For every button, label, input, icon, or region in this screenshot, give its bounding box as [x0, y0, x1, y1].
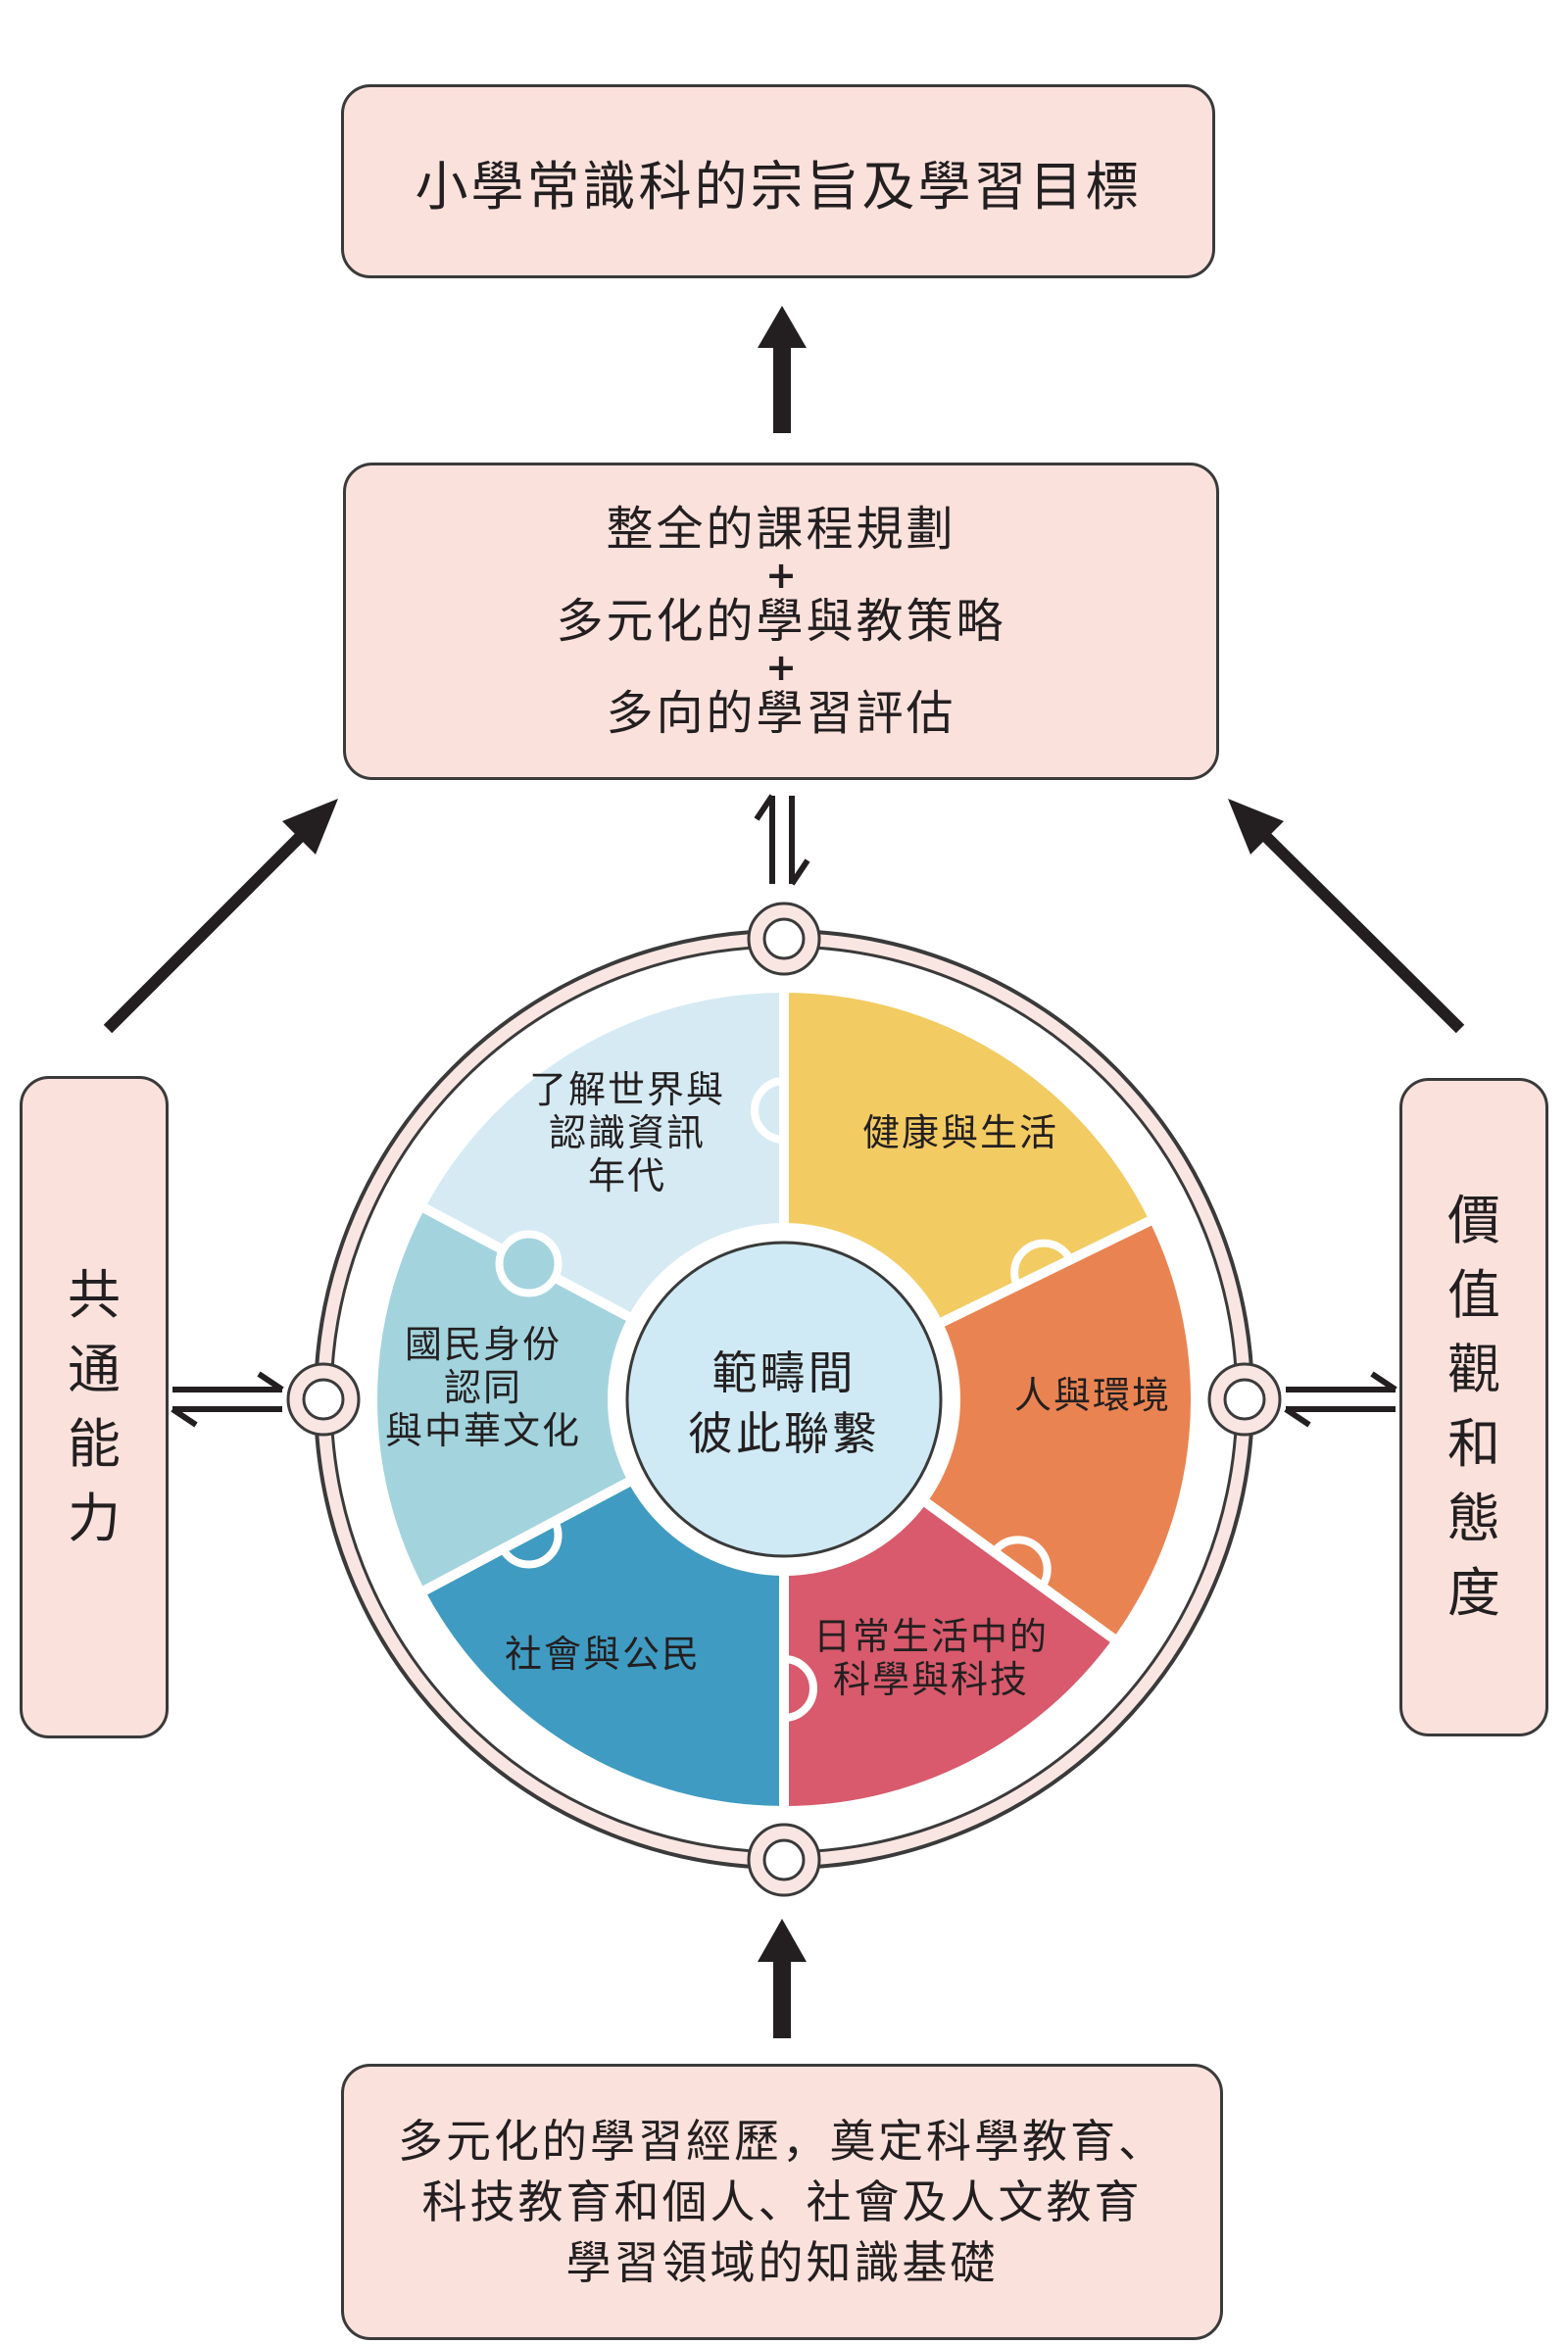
strand-label-science-technology: 日常生活中的 科學與科技 — [804, 1615, 1058, 1701]
arrow-to-top-head — [758, 306, 807, 348]
puzzle-knob — [495, 1230, 563, 1297]
strand-label-people-environment: 人與環境 — [1000, 1374, 1186, 1417]
curriculum-line-2: 多元化的學與教策略 — [556, 594, 1006, 649]
curriculum-box: 整全的課程規劃 + 多元化的學與教策略 + 多向的學習評估 — [343, 463, 1219, 780]
curriculum-line-1: 整全的課程規劃 — [606, 502, 956, 557]
exchange-arrow-left — [171, 1371, 284, 1428]
arrow-right-diagonal-shaft — [1248, 818, 1465, 1034]
values-attitudes-box: 價值觀和態度 — [1399, 1078, 1548, 1736]
experiences-line-1: 多元化的學習經歷，奠定科學教育、 — [398, 2115, 1166, 2168]
generic-skills-text: 共通能力 — [68, 1264, 121, 1549]
strand-label-community-citizenship: 社會與公民 — [490, 1633, 715, 1676]
arrow-left-diagonal-head — [282, 799, 338, 855]
strand-label-health-living: 健康與生活 — [843, 1111, 1078, 1154]
ring-knob-top-inner — [762, 917, 806, 960]
strand-label-line: 健康與生活 — [861, 1111, 1058, 1154]
center-label: 範疇間 彼此聯繫 — [666, 1343, 902, 1464]
arrow-to-top-shaft — [773, 338, 791, 433]
strand-label-line: 年代 — [587, 1154, 666, 1197]
strand-label-line: 科學與科技 — [832, 1658, 1029, 1701]
strand-label-line: 認同 — [443, 1366, 522, 1409]
ring-knob-bottom-inner — [762, 1838, 806, 1881]
aims-text: 小學常識科的宗旨及學習目標 — [415, 155, 1142, 218]
arrow-from-bottom-shaft — [773, 1952, 791, 2038]
center-circle — [625, 1241, 943, 1558]
strand-label-national-identity: 國民身份 認同 與中華文化 — [370, 1323, 596, 1452]
plus-sign-2: + — [765, 646, 797, 689]
plus-sign-1: + — [765, 554, 797, 597]
values-attitudes-text: 價值觀和態度 — [1447, 1190, 1500, 1624]
strand-label-understanding-world: 了解世界與 認識資訊 年代 — [510, 1068, 745, 1197]
strand-label-line: 國民身份 — [404, 1323, 562, 1366]
experiences-line-3: 學習領域的知識基礎 — [565, 2236, 999, 2289]
arrow-from-bottom-head — [758, 1919, 807, 1962]
curriculum-line-3: 多向的學習評估 — [606, 686, 956, 741]
strand-label-line: 與中華文化 — [384, 1409, 581, 1452]
center-label-line-1: 範疇間 — [711, 1346, 857, 1399]
arrow-right-diagonal-head — [1228, 799, 1284, 855]
strand-label-line: 認識資訊 — [548, 1111, 706, 1154]
strand-label-line: 了解世界與 — [528, 1068, 725, 1111]
strand-label-line: 日常生活中的 — [812, 1615, 1049, 1658]
learning-experiences-box: 多元化的學習經歷，奠定科學教育、 科技教育和個人、社會及人文教育 學習領域的知識… — [341, 2064, 1223, 2340]
arrow-left-diagonal-shaft — [103, 818, 318, 1034]
aims-box: 小學常識科的宗旨及學習目標 — [341, 84, 1215, 278]
center-label-line-2: 彼此聯繫 — [688, 1407, 880, 1460]
exchange-arrow-vertical — [754, 794, 810, 886]
strand-label-line: 社會與公民 — [504, 1633, 701, 1676]
experiences-line-2: 科技教育和個人、社會及人文教育 — [421, 2175, 1143, 2228]
generic-skills-box: 共通能力 — [20, 1076, 169, 1738]
strand-label-line: 人與環境 — [1013, 1374, 1171, 1417]
ring-knob-right-inner — [1223, 1378, 1266, 1421]
ring-knob-left-inner — [302, 1378, 345, 1421]
exchange-arrow-right — [1284, 1371, 1397, 1428]
